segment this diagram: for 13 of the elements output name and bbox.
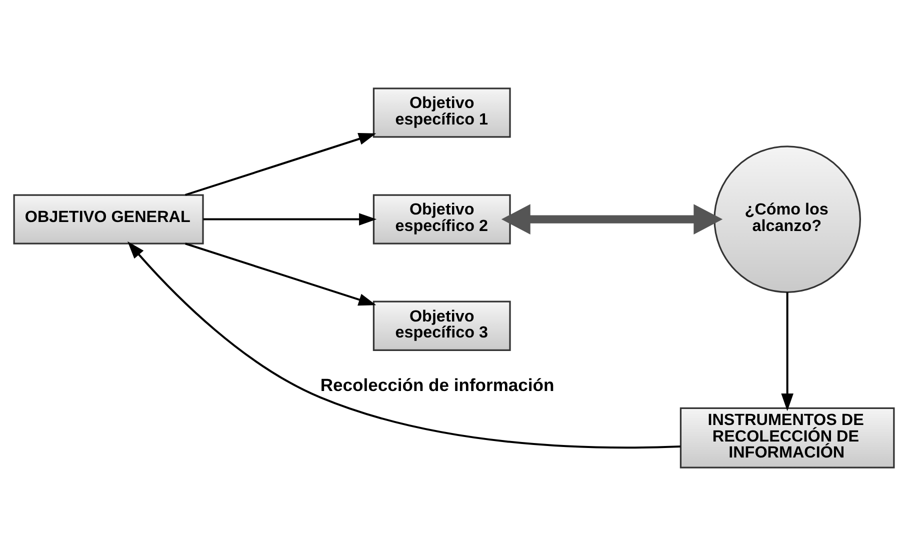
arrow — [128, 241, 680, 449]
arrow — [185, 242, 376, 306]
node-box: Objetivo específico 1 — [372, 88, 511, 138]
node-box: Objetivo específico 2 — [372, 194, 511, 244]
arrow — [203, 213, 377, 226]
node-box: OBJETIVO GENERAL — [13, 194, 204, 244]
arrow — [501, 204, 723, 234]
arrow — [185, 132, 376, 196]
node-circle: ¿Cómo los alcanzo? — [714, 146, 861, 293]
arrow — [781, 292, 794, 412]
node-box: INSTRUMENTOS DE RECOLECCIÓN DE INFORMACIÓN — [680, 407, 895, 468]
node-box: Objetivo específico 3 — [372, 300, 511, 351]
edge-label: Recolección de información — [320, 375, 554, 396]
